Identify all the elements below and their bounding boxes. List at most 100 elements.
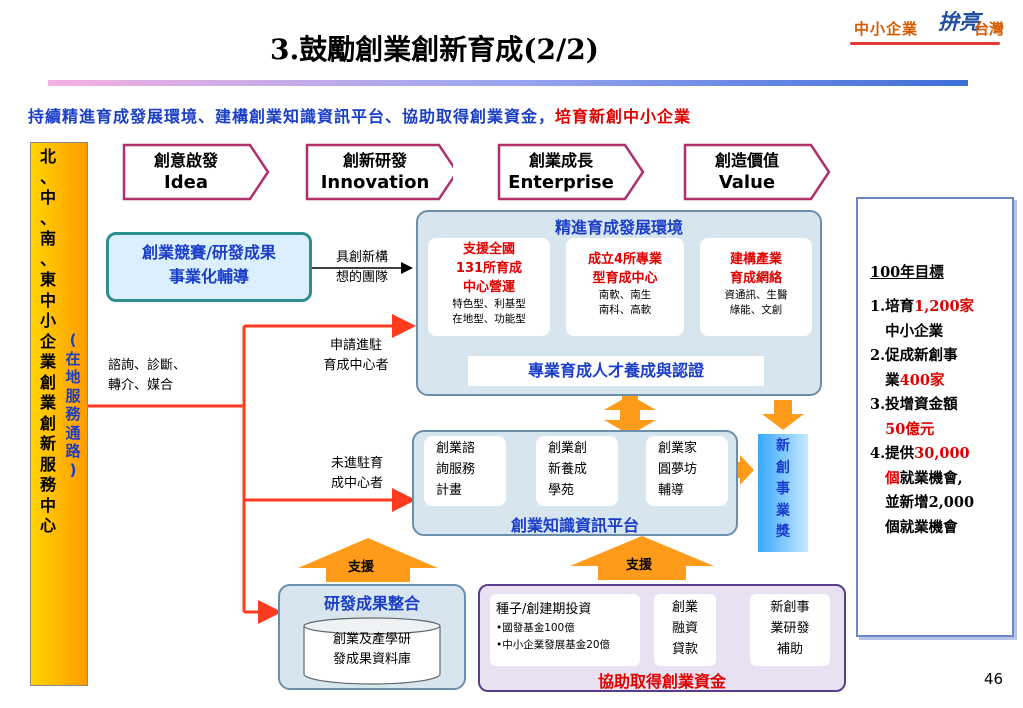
- card-line: 育成網絡: [729, 271, 782, 286]
- card-text: 創業家 圓夢坊 輔導: [658, 436, 728, 501]
- stage-enterprise: 創業成長 Enterprise: [497, 143, 645, 201]
- slide-title: 3.鼓勵創業創新育成(2/2): [270, 33, 599, 66]
- card-text: 創業創 新養成 學苑: [548, 436, 618, 501]
- service-bar-char: 創: [39, 413, 56, 433]
- card-line: 在地型、功能型: [452, 313, 526, 325]
- label-line: 未進駐育: [330, 456, 383, 471]
- card-small-text: 南軟、南生 南科、高軟: [566, 288, 684, 318]
- stage-value: 創造價值 Value: [683, 143, 831, 201]
- db-line: 發成果資料庫: [332, 652, 411, 667]
- service-bar-char: 東: [39, 270, 56, 289]
- env-card-network: 建構產業 育成網絡 資通訊、生醫 綠能、文創: [700, 238, 812, 336]
- rd-title: 研發成果整合: [323, 594, 420, 613]
- service-bar-char: 中: [39, 290, 56, 310]
- loan-line: 融資: [671, 621, 698, 636]
- funding-title: 協助取得創業資金: [597, 672, 726, 691]
- card-line: 計畫: [436, 483, 463, 498]
- goal-text: 4.提供: [870, 445, 915, 462]
- db-line: 創業及產學研: [332, 632, 411, 647]
- service-bar-char: 小: [39, 311, 56, 330]
- chevron-shape: [683, 143, 831, 201]
- service-bar-char: 、: [39, 167, 56, 187]
- service-bar-char: 心: [39, 516, 56, 535]
- slide-subtitle: 持續精進育成發展環境、建構創業知識資訊平台、協助取得創業資金，培育新創中小企業: [28, 103, 691, 127]
- logo-swoosh: [850, 42, 1000, 45]
- subsidy-line: 業研發: [770, 621, 810, 636]
- service-bar-char: 、: [39, 208, 56, 228]
- label-line: 成中心者: [330, 476, 383, 491]
- card-line: 詢服務: [436, 462, 476, 477]
- stage-en: Innovation: [320, 172, 430, 193]
- card-line: 中心營運: [462, 280, 515, 295]
- goal-text: 1.培育: [870, 298, 915, 315]
- rd-db-text: 創業及產學研 發成果資料庫: [302, 630, 442, 670]
- database-icon: [303, 617, 441, 685]
- goal-text: 50億元: [885, 420, 935, 438]
- goal-text: 就業機會,: [899, 469, 963, 487]
- loan-card: 創業 融資 貸款: [654, 594, 716, 666]
- local-channel-char: 路: [65, 442, 81, 460]
- goal-text: 30,000: [914, 445, 970, 462]
- talent-bar-text: 專業育成人才養成與認證: [527, 361, 704, 380]
- subsidy-line: 補助: [776, 642, 803, 657]
- talent-bar: 專業育成人才養成與認證: [468, 356, 764, 386]
- service-bar-char: 服: [39, 454, 56, 474]
- stage-zh: 創新研發: [342, 151, 407, 170]
- stage-en: Idea: [164, 172, 208, 193]
- stage-en: Value: [718, 172, 776, 193]
- logo-text-right: 台灣: [974, 20, 1005, 38]
- logo-text-mid: 拚亮: [938, 10, 980, 34]
- label-line: 想的團隊: [335, 270, 388, 285]
- card-red-text: 成立4所專業 型育成中心: [566, 238, 684, 288]
- service-bar-char: 務: [39, 475, 56, 494]
- service-centers-bar: 北、中、南、東中小企業創業創新服務中心 (在地服務通路): [30, 142, 88, 686]
- goal-text: 個就業機會: [870, 518, 958, 536]
- card-line: 南軟、南生: [598, 289, 652, 301]
- goal-text: 家: [929, 371, 945, 389]
- new-venture-award: 新 創 事 業 獎: [758, 434, 808, 552]
- label-line: 諮詢、診斷、: [108, 358, 187, 373]
- support-arrow-left: [298, 538, 438, 582]
- stage-zh: 創造價值: [714, 151, 779, 170]
- card-line: 支援全國: [462, 242, 515, 257]
- goal-text: [870, 421, 885, 438]
- subsidy-text: 新創事 業研發 補助: [750, 594, 830, 660]
- service-bar-char: 北: [39, 147, 56, 166]
- card-line: 南科、高軟: [598, 304, 652, 316]
- service-centers-label: 北、中、南、東中小企業創業創新服務中心: [39, 147, 57, 537]
- local-channel-char: ): [69, 460, 77, 479]
- env-card-131: 支援全國 131所育成 中心營運 特色型、利基型 在地型、功能型: [428, 238, 550, 336]
- local-channel-char: 地: [65, 368, 81, 386]
- chevron-shape: [305, 143, 453, 201]
- card-line: 新養成: [548, 462, 588, 477]
- rd-results-panel: 研發成果整合 創業及產學研 發成果資料庫: [278, 584, 466, 690]
- local-channels-label: (在地服務通路): [64, 331, 82, 479]
- goal-text: 1,200: [914, 298, 960, 315]
- card-red-text: 支援全國 131所育成 中心營運: [428, 238, 550, 297]
- goal-line: 3.投增資金額: [870, 393, 958, 418]
- service-bar-char: 南: [39, 229, 56, 248]
- service-bar-char: 業: [39, 393, 56, 412]
- label-not-incubator: 未進駐育 成中心者: [312, 454, 402, 494]
- card-line: 資通訊、生醫: [724, 289, 788, 301]
- card-line: 131所育成: [455, 261, 523, 276]
- card-line: 綠能、文創: [729, 304, 783, 316]
- card-small-text: 特色型、利基型 在地型、功能型: [428, 297, 550, 327]
- logo: 中小企業 拚亮 台灣: [846, 4, 1016, 54]
- card-line: 特色型、利基型: [452, 298, 526, 310]
- card-line: 學苑: [548, 483, 575, 498]
- chevron-shape: [122, 143, 270, 201]
- goal-text: [870, 470, 885, 487]
- competition-line2: 事業化輔導: [168, 267, 249, 286]
- knowledge-platform-panel: 創業諮 詢服務 計畫 創業創 新養成 學苑 創業家 圓夢坊 輔導 創業知識資訊平…: [412, 430, 738, 536]
- label-line: 具創新構: [335, 250, 388, 265]
- label-consulting: 諮詢、診斷、 轉介、媒合: [108, 356, 223, 396]
- seed-investment-card: 種子/創建期投資 •國發基金100億 •中小企業發展基金20億: [490, 594, 640, 666]
- goal-text: 中小企業: [870, 322, 944, 340]
- goal-line: 個就業機會: [870, 516, 958, 541]
- goal-line: 並新增2,000: [870, 491, 974, 516]
- card-red-text: 建構產業 育成網絡: [700, 238, 812, 288]
- competition-box: 創業競賽/研發成果 事業化輔導: [106, 232, 312, 302]
- platform-card-consulting: 創業諮 詢服務 計畫: [424, 436, 506, 506]
